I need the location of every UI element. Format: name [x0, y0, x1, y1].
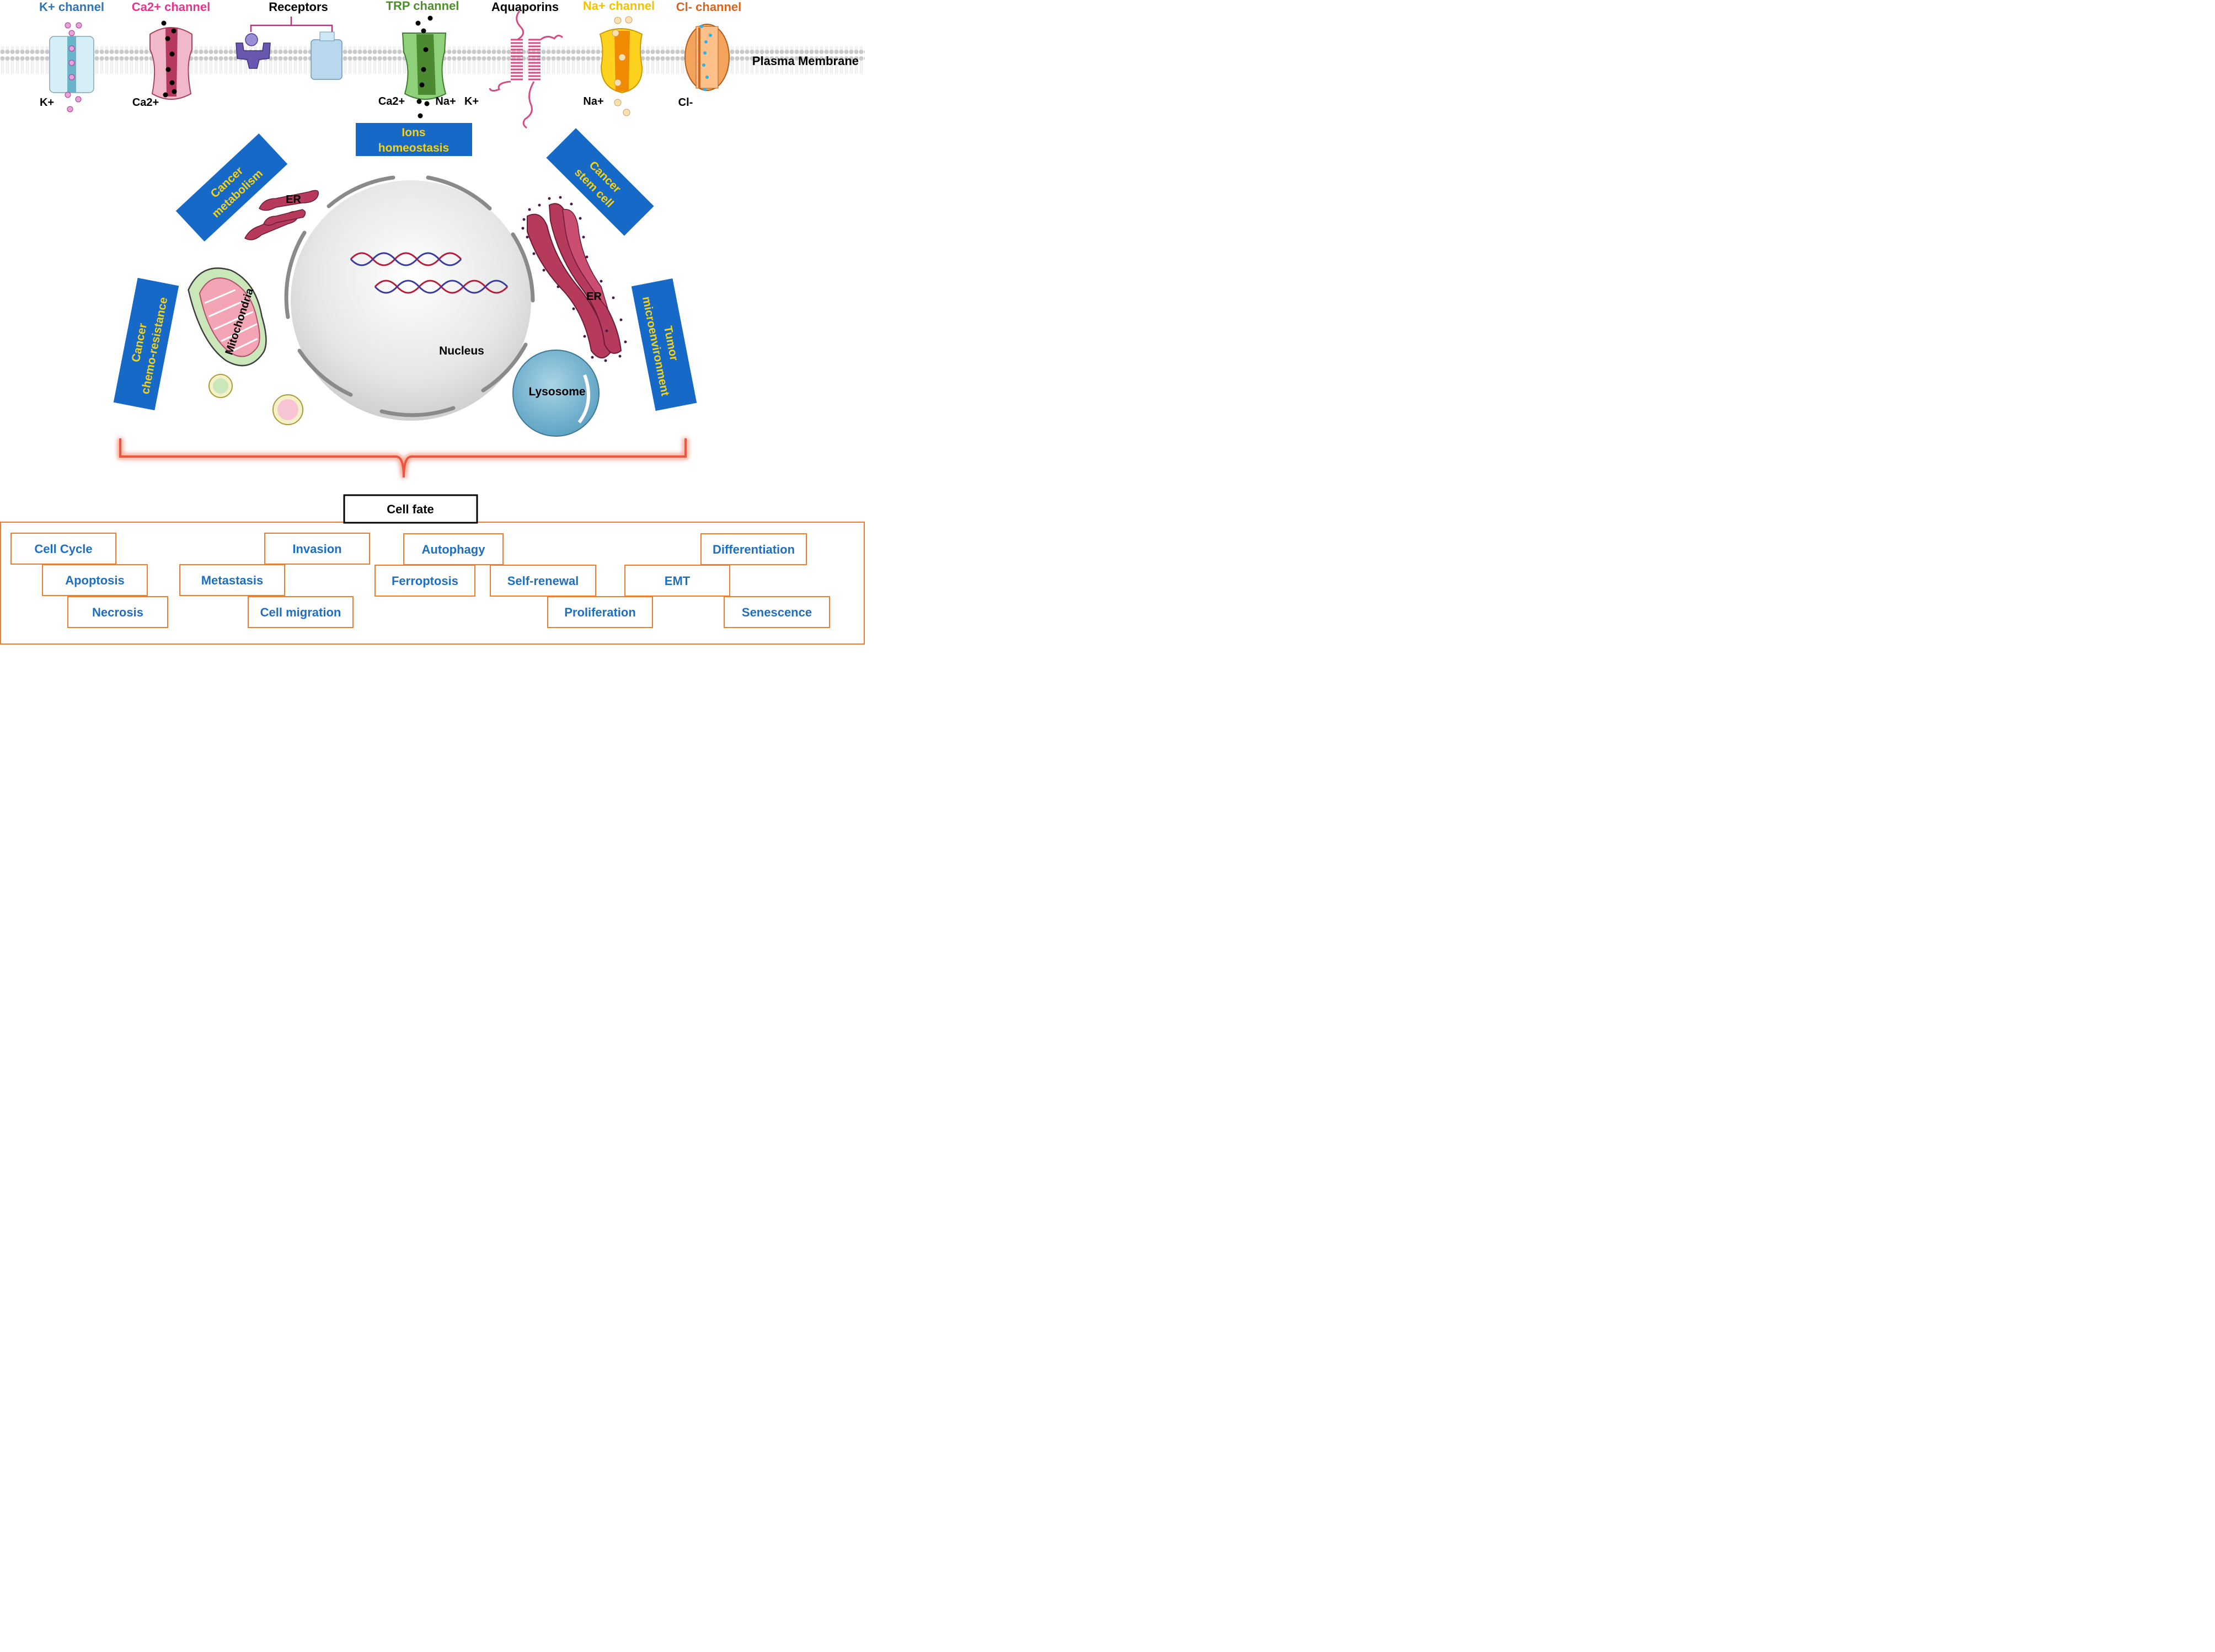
fate-box-cell-migration: Cell migration — [248, 596, 354, 628]
trp-k-ion-label: K+ — [464, 95, 479, 108]
trp-ca-ion-label: Ca2+ — [378, 95, 405, 108]
theme-chemo-resistance: Cancer chemo-resistance — [113, 277, 179, 411]
fate-label-cell-migration: Cell migration — [260, 605, 341, 619]
fate-label-autophagy: Autophagy — [422, 543, 486, 556]
theme-tumor-microenvironment: Tumor microenvironment — [631, 278, 697, 411]
k-channel-title: K+ channel — [39, 0, 104, 14]
receptor-2 — [311, 31, 343, 80]
mitochondria — [188, 267, 267, 367]
fate-label-differentiation: Differentiation — [713, 543, 795, 556]
ca-channel — [149, 20, 192, 100]
er-right — [521, 196, 627, 362]
ca-ion-label: Ca2+ — [132, 96, 159, 109]
cl-ion-label: Cl- — [678, 96, 693, 109]
na-channel — [599, 16, 643, 116]
fate-box-senescence: Senescence — [724, 596, 830, 628]
fate-box-emt: EMT — [624, 565, 730, 597]
theme-cancer-stem-cell: Cancer stem cell — [546, 128, 654, 236]
trp-channel — [402, 15, 447, 119]
lysosome-label: Lysosome — [528, 385, 585, 398]
fate-box-necrosis: Necrosis — [67, 596, 168, 628]
aquaporins-title: Aquaporins — [491, 0, 559, 14]
fate-label-senescence: Senescence — [742, 605, 812, 619]
membrane-label: Plasma Membrane — [752, 54, 859, 68]
trp-na-ion-label: Na+ — [435, 95, 456, 108]
vesicle-green — [208, 374, 233, 398]
er-left-label: ER — [286, 194, 301, 206]
fate-label-proliferation: Proliferation — [564, 605, 636, 619]
svg-text:Ions: Ions — [402, 126, 425, 139]
bracket-glow — [117, 438, 689, 478]
fate-box-self-renewal: Self-renewal — [490, 565, 596, 597]
cell-fate-title: Cell fate — [387, 502, 434, 516]
trp-channel-title: TRP channel — [386, 0, 459, 13]
nucleus — [284, 175, 535, 421]
fate-label-self-renewal: Self-renewal — [507, 574, 579, 588]
lysosome — [512, 350, 600, 437]
fate-label-invasion: Invasion — [292, 542, 341, 556]
fate-box-apoptosis: Apoptosis — [42, 564, 148, 596]
fate-box-proliferation: Proliferation — [547, 596, 653, 628]
fate-box-differentiation: Differentiation — [700, 533, 807, 565]
fate-label-emt: EMT — [665, 574, 691, 588]
k-channel — [49, 22, 94, 112]
nucleus-label: Nucleus — [439, 345, 484, 357]
fate-label-necrosis: Necrosis — [92, 605, 143, 619]
fate-label-metastasis: Metastasis — [201, 573, 264, 587]
fate-box-autophagy: Autophagy — [403, 533, 504, 565]
receptor-1 — [236, 33, 271, 69]
receptors-bracket — [250, 17, 333, 32]
convergence-bracket — [119, 438, 687, 478]
theme-ions-homeostasis: Ions homeostasis — [356, 123, 472, 156]
fate-box-cell-cycle: Cell Cycle — [10, 533, 116, 565]
aquaporin — [489, 10, 564, 129]
receptors-title: Receptors — [269, 0, 328, 14]
na-channel-title: Na+ channel — [583, 0, 655, 13]
cl-channel — [684, 24, 730, 91]
svg-text:homeostasis: homeostasis — [378, 142, 449, 154]
fate-label-apoptosis: Apoptosis — [65, 573, 125, 587]
k-ion-label: K+ — [40, 96, 54, 109]
vesicle-pink — [272, 394, 303, 425]
fate-box-metastasis: Metastasis — [179, 564, 285, 596]
na-ion-label: Na+ — [583, 95, 603, 108]
cell-fate-title-box — [343, 494, 478, 524]
er-right-label: ER — [586, 291, 602, 303]
fate-label-ferroptosis: Ferroptosis — [392, 574, 458, 588]
cl-channel-title: Cl- channel — [676, 0, 742, 14]
fate-box-ferroptosis: Ferroptosis — [374, 565, 475, 597]
fate-box-invasion: Invasion — [264, 533, 370, 565]
er-left — [244, 190, 319, 240]
ca-channel-title: Ca2+ channel — [132, 0, 210, 14]
fate-label-cell-cycle: Cell Cycle — [34, 542, 92, 556]
ion-channel-cell-fate-diagram: Plasma Membrane K+ channel K+ Ca2+ chann… — [0, 0, 865, 645]
